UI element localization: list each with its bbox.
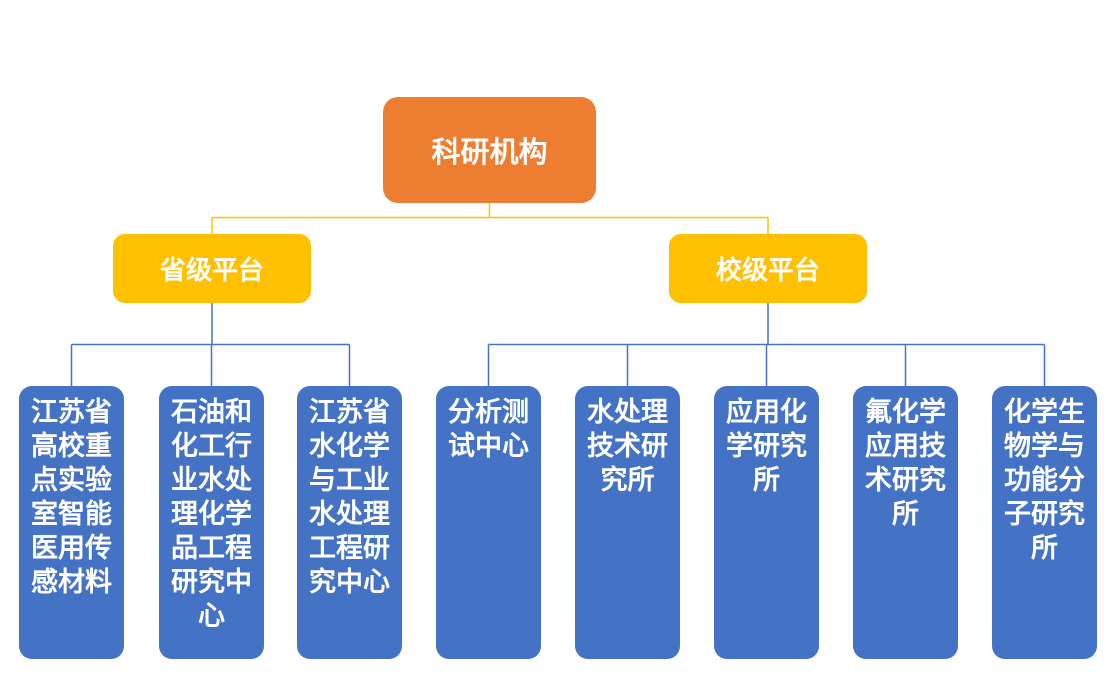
org-node-leaf: 石油和化工行业水处理化学品工程研究中心 [159, 386, 264, 659]
org-node-provincial-platform: 省级平台 [113, 234, 311, 303]
org-node-label: 校级平台 [715, 255, 820, 285]
org-node-leaf: 江苏省水化学与工业水处理工程研究中心 [297, 386, 402, 659]
org-node-root-label: 科研机构 [431, 137, 548, 169]
org-node-leaf: 江苏省高校重点实验室智能医用传感材料 [19, 386, 124, 659]
org-node-root: 科研机构 [383, 97, 596, 203]
org-node-leaf: 氟化学应用技术研究所 [853, 386, 958, 659]
org-node-leaf: 分析测试中心 [436, 386, 541, 659]
org-node-leaf: 化学生物学与功能分子研究所 [992, 386, 1097, 659]
org-node-school-platform: 校级平台 [669, 234, 867, 303]
org-node-leaf: 应用化学研究所 [714, 386, 819, 659]
org-node-label: 省级平台 [159, 255, 264, 285]
org-node-leaf: 水处理技术研究所 [575, 386, 680, 659]
